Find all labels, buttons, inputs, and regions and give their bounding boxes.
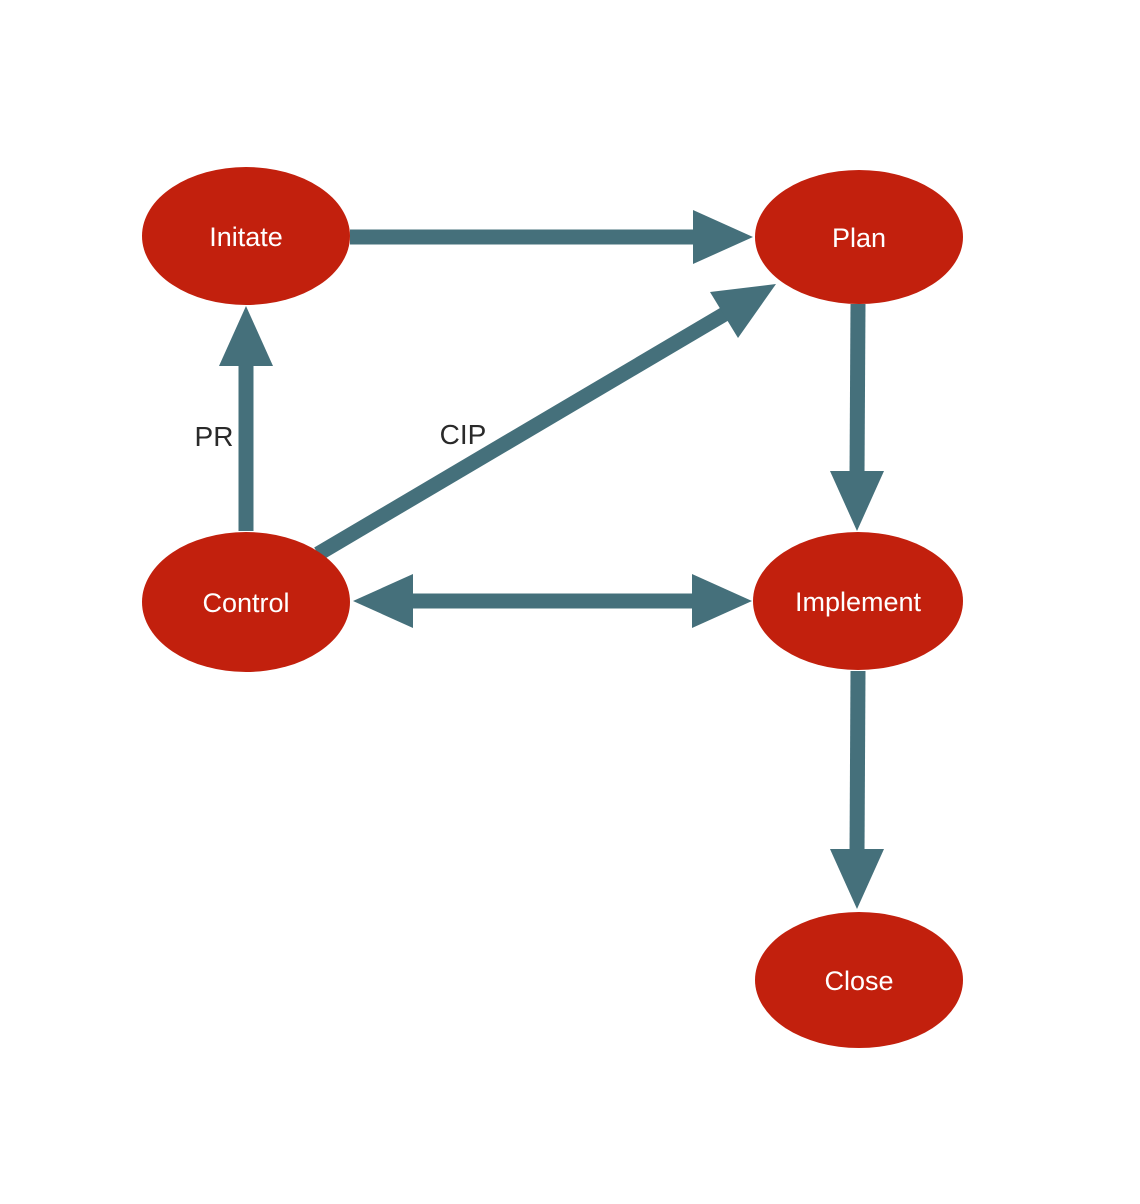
node-control: Control bbox=[142, 532, 350, 672]
node-plan-label: Plan bbox=[832, 223, 886, 253]
arrowhead-left-icon bbox=[353, 574, 413, 628]
node-implement-shape bbox=[753, 532, 963, 670]
edge-initate-to-plan bbox=[350, 210, 753, 264]
node-plan-shape bbox=[755, 170, 963, 304]
edge-label-pr: PR bbox=[195, 421, 234, 452]
edge-implement-to-close-shaft bbox=[849, 670, 866, 854]
node-implement: Implement bbox=[753, 532, 963, 670]
edge-plan-to-implement bbox=[830, 303, 884, 531]
node-control-shape bbox=[142, 532, 350, 672]
edge-control-to-initate: PR bbox=[195, 306, 273, 531]
node-close-shape bbox=[755, 912, 963, 1048]
arrowhead-down-icon bbox=[830, 849, 884, 909]
node-plan: Plan bbox=[755, 170, 963, 304]
node-initate-label: Initate bbox=[209, 222, 283, 252]
edge-control-to-plan: CIP bbox=[314, 284, 776, 561]
node-implement-label: Implement bbox=[795, 587, 922, 617]
node-initate-shape bbox=[142, 167, 350, 305]
arrowhead-up-right-icon bbox=[710, 284, 776, 338]
node-control-label: Control bbox=[202, 588, 289, 618]
node-initate: Initate bbox=[142, 167, 350, 305]
arrowhead-up-icon bbox=[219, 306, 273, 366]
arrowhead-right-icon bbox=[693, 210, 753, 264]
node-close: Close bbox=[755, 912, 963, 1048]
edge-control-implement-bidirectional bbox=[353, 574, 752, 628]
arrowhead-right-icon bbox=[692, 574, 752, 628]
node-close-label: Close bbox=[824, 966, 893, 996]
edge-label-cip: CIP bbox=[440, 419, 487, 450]
edge-control-to-plan-shaft bbox=[314, 305, 732, 561]
arrowhead-down-icon bbox=[830, 471, 884, 531]
edge-plan-to-implement-shaft bbox=[849, 303, 866, 476]
edge-implement-to-close bbox=[830, 670, 884, 909]
